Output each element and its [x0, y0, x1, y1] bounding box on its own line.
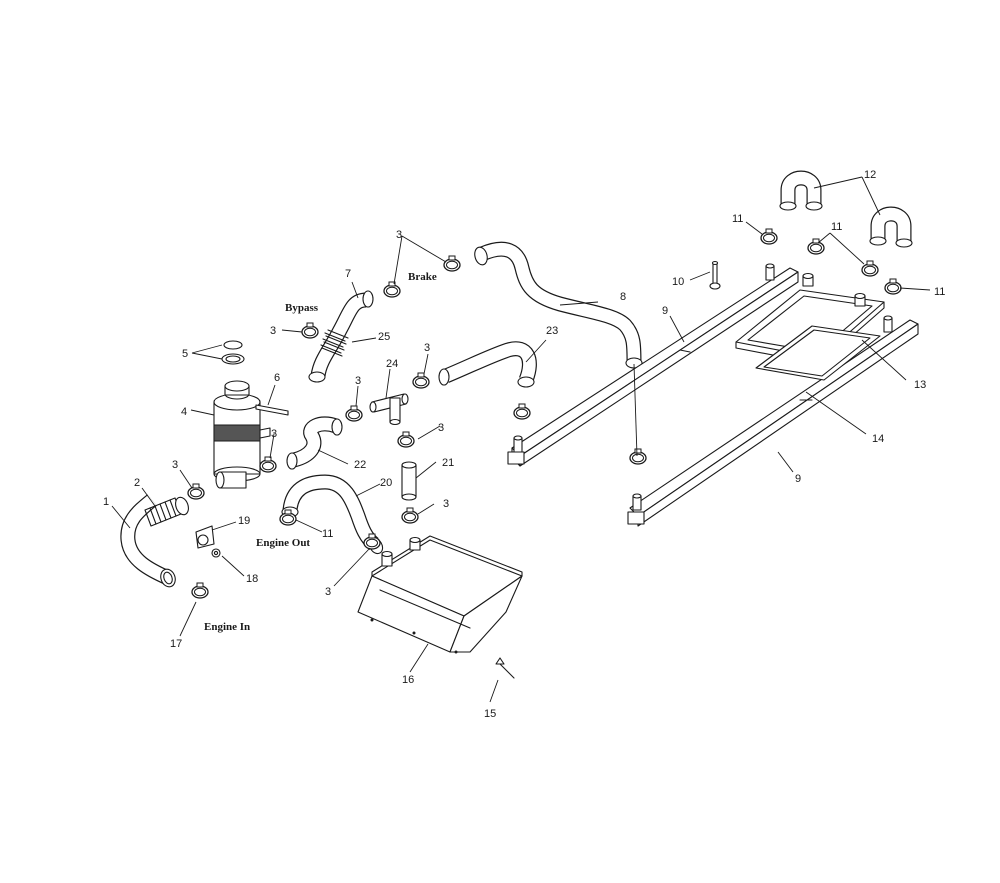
callout-13: 13 — [914, 379, 926, 391]
callout-18: 18 — [246, 573, 258, 585]
callout-8: 8 — [620, 291, 626, 303]
callout-7: 7 — [345, 268, 351, 280]
part-16-shroud — [357, 535, 523, 654]
callout-22: 22 — [354, 459, 366, 471]
callout-5: 5 — [182, 348, 188, 360]
callout-6: 6 — [274, 372, 280, 384]
callout-3-tube-bottom: 3 — [443, 498, 449, 510]
callout-11-c: 11 — [934, 286, 945, 298]
callout-16: 16 — [402, 674, 414, 686]
callout-numbers: 1 2 3 4 5 6 7 8 9 9 10 11 11 11 11 12 13… — [103, 169, 945, 720]
part-10-bolt — [709, 260, 721, 290]
part-24-tee-fitting — [369, 393, 409, 426]
callout-10: 10 — [672, 276, 684, 288]
part-21-tube — [401, 461, 417, 501]
callout-3-brake: 3 — [396, 229, 402, 241]
part-5-o-rings — [221, 340, 245, 365]
label-brake: Brake — [408, 271, 437, 283]
callout-21: 21 — [442, 457, 454, 469]
callout-9-upper: 9 — [662, 305, 668, 317]
callout-14: 14 — [872, 433, 884, 445]
callout-3-bypass: 3 — [270, 325, 276, 337]
callout-15: 15 — [484, 708, 496, 720]
callout-11-d: 11 — [322, 528, 333, 540]
part-18-washer — [211, 548, 221, 558]
port-labels: Bypass Brake Engine Out Engine In — [204, 271, 437, 633]
label-engine-out: Engine Out — [256, 537, 310, 549]
callout-3: 3 — [172, 459, 178, 471]
callout-9-lower: 9 — [795, 473, 801, 485]
callout-3-tube-top: 3 — [438, 422, 444, 434]
part-22-elbow-hose — [286, 416, 343, 470]
part-9-rail-upper — [507, 263, 799, 467]
part-1-engine-in-hose — [120, 494, 176, 588]
callout-3-shroud: 3 — [325, 586, 331, 598]
part-15-rivet — [495, 657, 515, 679]
part-19-bracket — [195, 525, 215, 549]
callout-11-a: 11 — [732, 213, 743, 225]
part-7-bypass-hose — [308, 290, 374, 383]
callout-4: 4 — [181, 406, 187, 418]
label-engine-in: Engine In — [204, 621, 250, 633]
callout-3-tee-right: 3 — [424, 342, 430, 354]
part-4-coolant-bottle — [213, 380, 271, 489]
callout-2: 2 — [134, 477, 140, 489]
callout-17: 17 — [170, 638, 182, 650]
callout-19: 19 — [238, 515, 250, 527]
label-bypass: Bypass — [285, 302, 319, 314]
callout-20: 20 — [380, 477, 392, 489]
callout-3-tee-left: 3 — [355, 375, 361, 387]
callout-1: 1 — [103, 496, 109, 508]
callout-3-bottle: 3 — [271, 428, 277, 440]
callout-24: 24 — [386, 358, 398, 370]
part-9-rail-lower — [627, 315, 919, 527]
callout-25: 25 — [378, 331, 390, 343]
callout-12: 12 — [864, 169, 876, 181]
part-25-hose-spring — [320, 329, 349, 357]
part-12-u-hoses — [779, 170, 913, 248]
leader-lines — [111, 176, 931, 703]
part-6-pin — [255, 404, 289, 416]
part-2-hose-coupler — [144, 496, 189, 527]
part-17-clamp — [191, 582, 209, 599]
part-23-hose — [438, 341, 537, 388]
part-14-gasket — [755, 325, 881, 381]
callout-11-b: 11 — [831, 221, 842, 233]
callout-23: 23 — [546, 325, 558, 337]
